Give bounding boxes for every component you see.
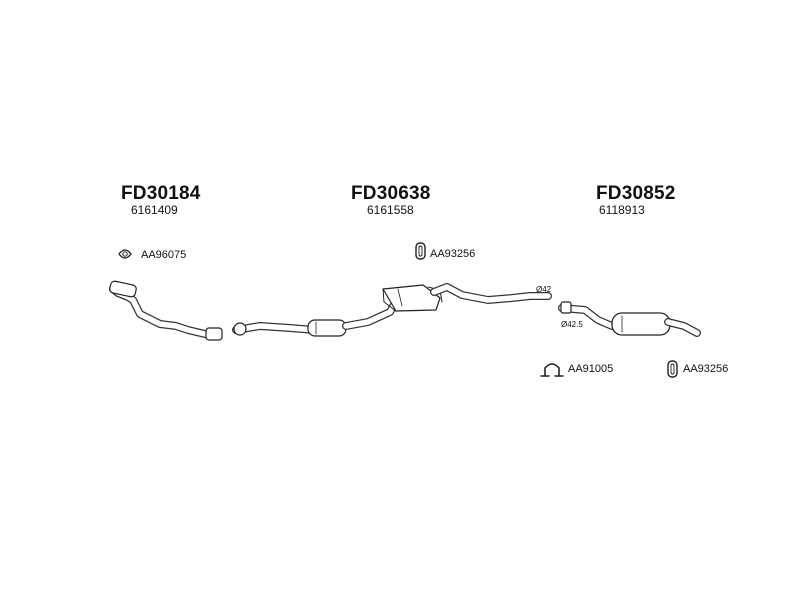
oem-number-front-pipe: 6161409 bbox=[131, 203, 178, 217]
diameter-label-42-5: Ø42.5 bbox=[561, 320, 583, 329]
part-code-front-pipe: FD30184 bbox=[121, 183, 201, 204]
rear-silencer bbox=[558, 301, 701, 337]
middle-silencer-pipe bbox=[232, 283, 552, 337]
diameter-label-42: Ø42 bbox=[536, 285, 552, 294]
oem-number-rear-silencer: 6118913 bbox=[599, 203, 645, 217]
gasket-icon bbox=[118, 249, 132, 259]
clamp-icon bbox=[540, 363, 564, 377]
oem-number-middle-silencer: 6161558 bbox=[367, 203, 414, 217]
accessory-label-mount-2: AA93256 bbox=[683, 363, 729, 375]
accessory-label-clamp: AA91005 bbox=[568, 363, 614, 375]
accessory-label-gasket: AA96075 bbox=[141, 249, 187, 261]
part-code-rear-silencer: FD30852 bbox=[596, 183, 676, 204]
rubber-mount-icon bbox=[415, 242, 426, 260]
rubber-mount-icon-2 bbox=[667, 360, 678, 378]
part-code-middle-silencer: FD30638 bbox=[351, 183, 431, 204]
accessory-label-mount: AA93256 bbox=[430, 248, 476, 260]
front-pipe bbox=[109, 280, 223, 341]
